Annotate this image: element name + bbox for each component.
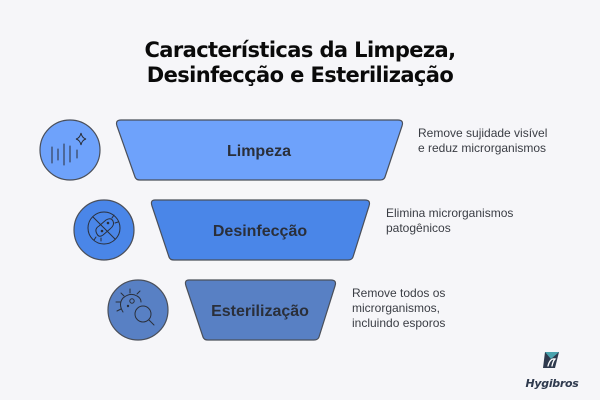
stage-label: Desinfecção xyxy=(213,223,307,240)
microbe-magnifier-icon xyxy=(115,288,155,326)
brand-name: Hygibros xyxy=(525,377,579,390)
stage-label: Limpeza xyxy=(227,143,291,160)
stage-description-desinfeccao: Elimina microrganismos patogênicos xyxy=(386,206,513,236)
stage-trapezoid xyxy=(115,119,404,181)
brand-logo: Hygibros xyxy=(522,350,582,390)
hygibros-logo-icon xyxy=(543,352,559,368)
title-line-1: Características da Limpeza, xyxy=(144,38,457,62)
no-bacteria-icon xyxy=(87,211,121,245)
stage-trapezoid xyxy=(150,199,371,261)
stage-esterilizacao: Esterilização xyxy=(107,279,337,341)
stage-description-limpeza: Remove sujidade visível e reduz microrga… xyxy=(418,126,547,156)
description-line: Remove todos os xyxy=(352,286,446,300)
description-line: Remove sujidade visível xyxy=(418,126,548,140)
stage-trapezoid xyxy=(184,279,337,341)
description-line: incluindo esporos xyxy=(352,316,446,330)
description-line: patogênicos xyxy=(386,221,451,235)
stage-description-esterilizacao: Remove todos os microrganismos, incluind… xyxy=(352,286,445,331)
stage-icon-circle xyxy=(73,199,135,261)
title-line-2: Desinfecção e Esterilização xyxy=(146,63,454,87)
sparkle-lines-icon xyxy=(51,132,87,166)
page-title: Características da Limpeza, Desinfecção … xyxy=(0,38,600,88)
stage-label: Esterilização xyxy=(211,303,309,320)
stage-desinfeccao: Desinfecção xyxy=(73,199,371,261)
stage-limpeza: Limpeza xyxy=(39,119,404,181)
description-line: microrganismos, xyxy=(352,301,441,315)
description-line: Elimina microrganismos xyxy=(386,206,514,220)
stage-icon-circle xyxy=(107,279,169,341)
description-line: e reduz microrganismos xyxy=(418,141,547,155)
